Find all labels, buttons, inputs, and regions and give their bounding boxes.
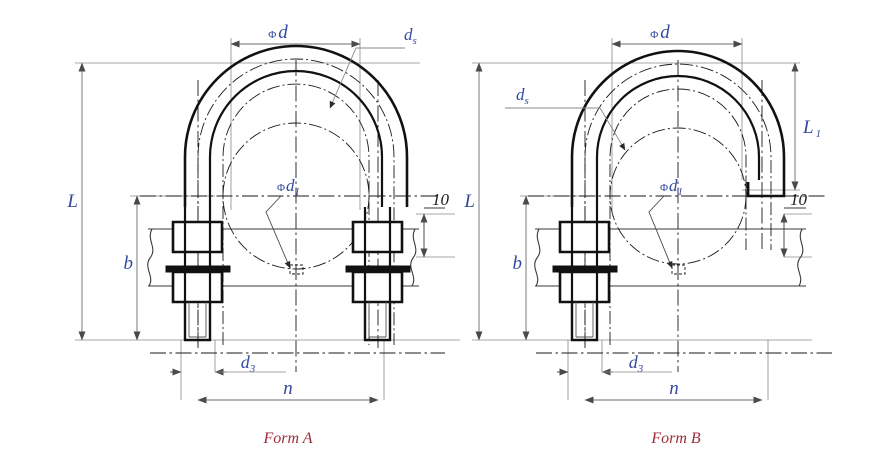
form-a-left-leg xyxy=(165,207,231,342)
left-thread-end-b xyxy=(570,302,599,342)
right-shank xyxy=(363,207,392,222)
form-b-caption: Form B xyxy=(650,430,701,447)
left-upper-nut xyxy=(171,220,224,254)
form-b-label-d3: d3 xyxy=(629,352,644,375)
form-a-pipe-circle xyxy=(222,122,370,270)
form-b-label-L: L xyxy=(463,191,475,212)
left-upper-nut-b xyxy=(558,220,611,254)
form-a-caption: Form A xyxy=(262,430,312,447)
form-a-label-d3: d3 xyxy=(241,352,256,375)
break-line-right xyxy=(410,228,417,287)
form-a-label-L: L xyxy=(66,191,78,212)
form-a-leader-d1 xyxy=(265,195,291,269)
form-b-ubolt-outer xyxy=(570,49,786,207)
form-a-ubolt-inner xyxy=(208,69,384,207)
form-a-right-leg xyxy=(345,207,411,342)
break-line-left xyxy=(534,228,541,287)
form-b-label-10: 10 xyxy=(790,190,808,209)
form-a-label-b: b xyxy=(124,253,134,274)
left-thread-end xyxy=(183,302,212,342)
left-lower-nut xyxy=(171,270,224,304)
form-b-label-d1: Φd1 xyxy=(660,176,683,198)
right-upper-nut xyxy=(351,220,404,254)
right-thread-end xyxy=(363,302,392,342)
form-b-dim-10 xyxy=(780,207,806,258)
form-b-label-n: n xyxy=(669,378,679,399)
form-a-leader-ds xyxy=(329,47,405,109)
break-line-right xyxy=(797,228,804,287)
right-lower-nut xyxy=(351,270,404,304)
break-line-left xyxy=(147,228,154,287)
form-b-label-ds: ds xyxy=(516,85,529,107)
form-a-pitch-arcs xyxy=(197,58,395,345)
form-b-left-leg xyxy=(552,207,618,342)
form-a-label-n: n xyxy=(283,378,293,399)
form-b-label-b: b xyxy=(513,253,523,274)
form-b-d1-marker xyxy=(671,264,686,275)
form-a-dim-10 xyxy=(420,207,445,258)
left-shank-b xyxy=(570,207,599,222)
form-a-label-d1: Φd1 xyxy=(277,176,300,198)
form-b-pipe-circle xyxy=(609,127,747,265)
form-b-leader-d1 xyxy=(648,195,673,269)
form-a-label-10: 10 xyxy=(432,190,450,209)
left-shank xyxy=(183,207,212,222)
form-b-drawing: Φd ds Φd1 L b L1 10 xyxy=(463,22,832,447)
form-a-drawing: Φd ds Φd1 L b 10 xyxy=(66,22,460,447)
left-lower-nut-b xyxy=(558,270,611,304)
form-b-pitch-arcs xyxy=(584,63,772,345)
form-b-leader-ds xyxy=(505,107,626,151)
form-b-ubolt-inner xyxy=(595,74,761,207)
form-a-d1-marker xyxy=(289,264,304,275)
form-a-label-ds: ds xyxy=(404,25,417,47)
